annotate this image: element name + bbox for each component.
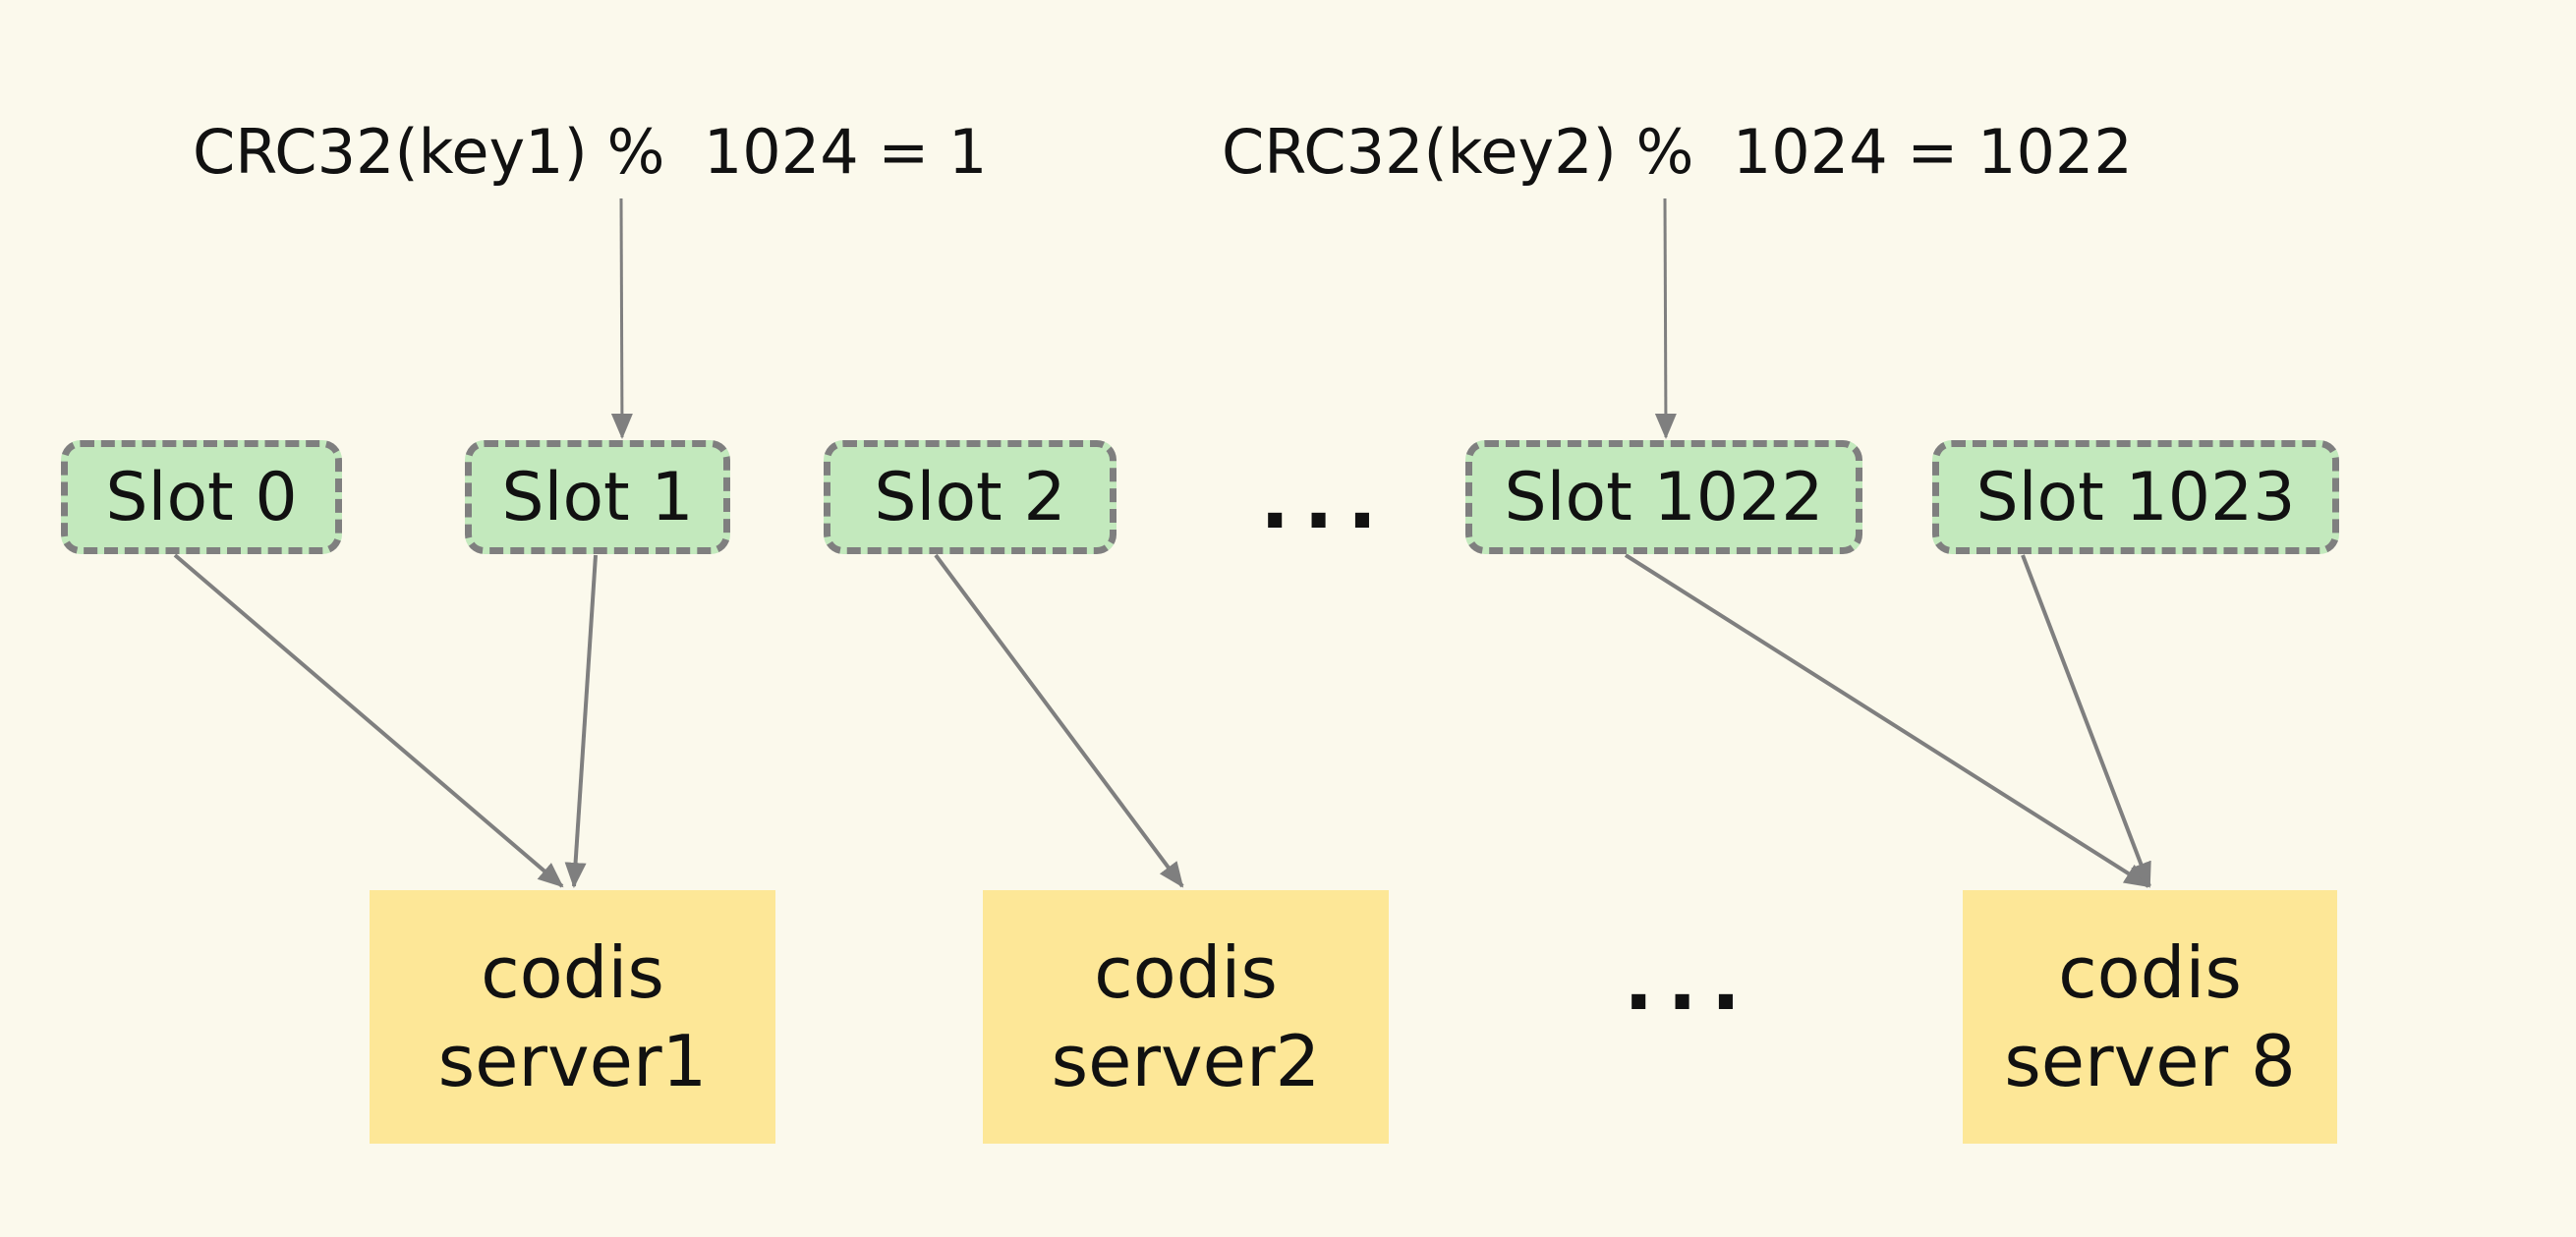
arrow-slot-1-to-server1: [564, 554, 598, 888]
codis-server-8-line2: server 8: [2004, 1020, 2296, 1102]
slot-1-label: Slot 1: [501, 458, 694, 536]
codis-server-1-line2: server1: [437, 1020, 708, 1102]
arrow-slot-0-to-server1: [173, 553, 564, 888]
server-ellipsis: ...: [1624, 936, 1755, 1028]
arrow-slot-2-to-server2: [934, 553, 1184, 888]
codis-server-1-line1: codis: [481, 931, 664, 1014]
arrow-slot-1023-to-server8: [2021, 554, 2151, 888]
formula-key1: CRC32(key1) % 1024 = 1: [193, 116, 988, 188]
slot-0: Slot 0: [61, 440, 342, 554]
codis-server-2-line1: codis: [1094, 931, 1278, 1014]
slot-ellipsis: ...: [1260, 455, 1392, 546]
slot-0-label: Slot 0: [105, 458, 298, 536]
slot-1022-label: Slot 1022: [1504, 458, 1824, 536]
arrow-formula1-to-slot-1: [610, 197, 633, 439]
arrow-slot-1022-to-server8: [1624, 553, 2150, 888]
slot-2: Slot 2: [824, 440, 1116, 554]
formula-key2: CRC32(key2) % 1024 = 1022: [1222, 116, 2133, 188]
slot-1022: Slot 1022: [1465, 440, 1862, 554]
codis-server-8-line1: codis: [2058, 931, 2242, 1014]
codis-server-1: codis server1: [370, 890, 775, 1144]
slot-1: Slot 1: [465, 440, 730, 554]
codis-server-2: codis server2: [983, 890, 1389, 1144]
codis-server-2-line2: server2: [1051, 1020, 1321, 1102]
slot-1023-label: Slot 1023: [1975, 458, 2296, 536]
arrow-formula2-to-slot-1022: [1654, 197, 1677, 439]
slot-2-label: Slot 2: [874, 458, 1066, 536]
codis-server-8: codis server 8: [1963, 890, 2337, 1144]
slot-1023: Slot 1023: [1932, 440, 2339, 554]
